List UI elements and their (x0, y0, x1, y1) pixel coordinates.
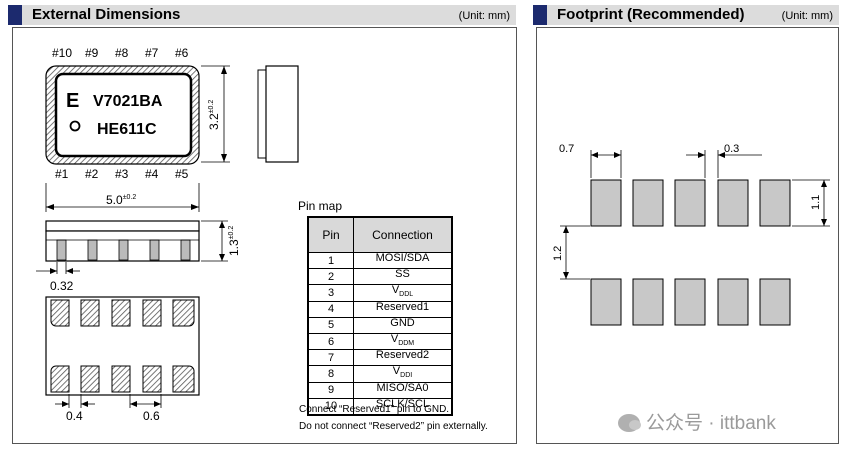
footprint-frame (536, 27, 839, 444)
pin-connection: Reserved2 (353, 349, 453, 367)
pin-connection: VDDM (353, 332, 453, 351)
dim-width-vertical: 3.2±0.2 (201, 65, 230, 163)
pin-label-4: #4 (145, 167, 159, 181)
pin1-marker (69, 120, 81, 132)
bottom-pin-labels: #1 #2 #3 #4 #5 (55, 167, 189, 181)
fp-dim-row-gap: 1.2 (552, 225, 590, 280)
pin-connection: VDDI (353, 365, 453, 383)
pin-col-header: Pin (307, 216, 354, 253)
pin-label-6: #6 (175, 46, 189, 60)
fp-dim-pad-height-value: 1.1 (810, 195, 822, 210)
fp-dim-pad-gap-value: 0.3 (724, 143, 739, 155)
marking-letter: E (66, 90, 79, 112)
footprint-pads-top-row (590, 179, 791, 227)
fp-dim-pad-height: 1.1 (792, 179, 830, 227)
watermark: 公众号 · ittbank (618, 408, 776, 435)
pin-connection: VDDL (353, 284, 453, 302)
panel-title: External Dimensions (32, 6, 181, 23)
footprint-pad (632, 278, 664, 326)
pin-connection: MOSI/SDA (353, 251, 453, 270)
external-dimensions-header: External Dimensions (Unit: mm) (8, 5, 516, 25)
footprint-pad (590, 179, 622, 227)
fp-dim-pad-gap: 0.3 (686, 143, 762, 178)
pin-label-10: #10 (52, 46, 72, 60)
pin-label-8: #8 (115, 46, 129, 60)
pin-label-9: #9 (85, 46, 99, 60)
footprint-pad (590, 278, 622, 326)
unit-label: (Unit: mm) (781, 10, 833, 22)
watermark-text: 公众号 · ittbank (646, 413, 776, 434)
header-mark (533, 5, 547, 25)
footprint-header: Footprint (Recommended) (Unit: mm) (533, 5, 839, 25)
pin-label-7: #7 (145, 46, 159, 60)
pin-map-note-2: Do not connect “Reserved2” pin externall… (299, 421, 488, 432)
package-side-view (257, 65, 299, 163)
footprint-pad (674, 278, 706, 326)
footprint-panel: Footprint (Recommended) (Unit: mm) (533, 0, 839, 450)
pin-label-2: #2 (85, 167, 99, 181)
dim-pad-pitch-value: 0.6 (143, 409, 160, 423)
package-bottom-view (45, 296, 200, 396)
dim-pad-gap-value: 0.4 (66, 409, 83, 423)
dim-pad-width: 0.32 (36, 262, 80, 293)
dim-pad-gap: 0.4 (55, 394, 95, 423)
dim-height-value: 1.3±0.2 (227, 226, 241, 256)
wechat-icon (618, 414, 641, 432)
pin-connection: GND (353, 316, 453, 334)
footprint-pad (759, 179, 791, 227)
package-top-view: E V7021BA HE611C (45, 65, 200, 165)
footprint-pad (717, 179, 749, 227)
pin-map-title: Pin map (298, 199, 343, 213)
dim-height: 1.3±0.2 (201, 220, 241, 262)
dim-length: 5.0±0.2 (45, 183, 200, 212)
marking-line1: V7021BA (93, 93, 163, 110)
footprint-pad (632, 179, 664, 227)
dim-length-value: 5.0±0.2 (106, 193, 136, 207)
unit-label: (Unit: mm) (458, 10, 510, 22)
pin-map-note-1: Connect “Reserved1” pin to GND. (299, 404, 450, 415)
pin-label-1: #1 (55, 167, 69, 181)
top-pin-labels: #10 #9 #8 #7 #6 (52, 46, 189, 60)
header-mark (8, 5, 22, 25)
dim-pad-width-value: 0.32 (50, 279, 74, 293)
panel-title: Footprint (Recommended) (557, 6, 745, 23)
fp-dim-pad-width-value: 0.7 (559, 143, 574, 155)
package-front-view (45, 220, 200, 262)
footprint-pad (717, 278, 749, 326)
connection-col-header: Connection (353, 216, 453, 253)
fp-dim-row-gap-value: 1.2 (552, 246, 564, 261)
pin-label-3: #3 (115, 167, 129, 181)
dim-width-value: 3.2±0.2 (207, 100, 221, 130)
pin-connection: Reserved1 (353, 300, 453, 318)
dim-pad-pitch: 0.6 (129, 394, 162, 423)
fp-dim-pad-width: 0.7 (559, 143, 622, 178)
footprint-pad (674, 179, 706, 227)
pin-connection: SS (353, 268, 453, 286)
marking-line2: HE611C (97, 121, 157, 138)
pin-label-5: #5 (175, 167, 189, 181)
footprint-pads-bottom-row (590, 278, 791, 326)
pin-connection: SCLK/SCL (353, 397, 453, 416)
footprint-pad (759, 278, 791, 326)
pin-connection: MISO/SA0 (353, 381, 453, 399)
